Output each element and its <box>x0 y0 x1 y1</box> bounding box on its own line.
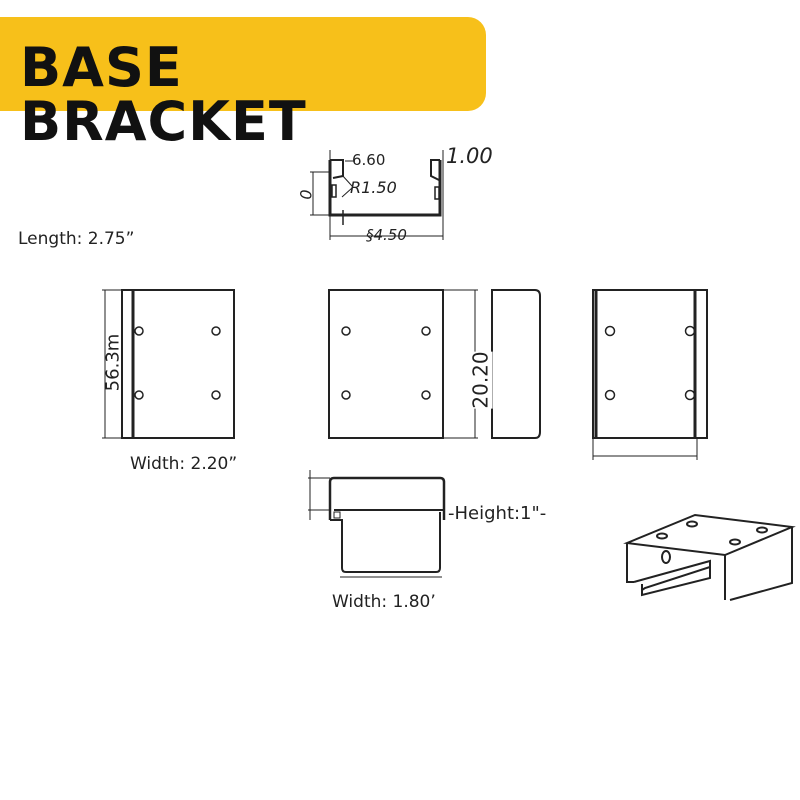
top-view <box>308 470 446 578</box>
dim-height: 0 <box>296 189 316 200</box>
dim-radius: R1.50 <box>350 178 397 197</box>
front-view-dim: 20.20 <box>468 351 493 409</box>
dim-top-flange: 6.60 <box>352 151 386 169</box>
page-title: BASE BRACKET <box>20 36 307 153</box>
width-label-side: Width: 2.20” <box>130 454 238 474</box>
rear-view <box>592 289 708 460</box>
side-view-dim: 56.3m <box>102 333 124 392</box>
height-label: -Height:1"- <box>448 503 547 524</box>
dim-width: §4.50 <box>366 226 407 244</box>
length-label: Length: 2.75” <box>18 229 135 249</box>
profile-view <box>310 150 444 240</box>
isometric-view <box>623 513 796 601</box>
dim-thickness: 1.00 <box>446 144 493 168</box>
width-label-top: Width: 1.80’ <box>332 592 436 612</box>
front-view <box>328 289 541 439</box>
title-banner: BASE BRACKET <box>0 17 486 149</box>
side-view <box>102 289 235 439</box>
